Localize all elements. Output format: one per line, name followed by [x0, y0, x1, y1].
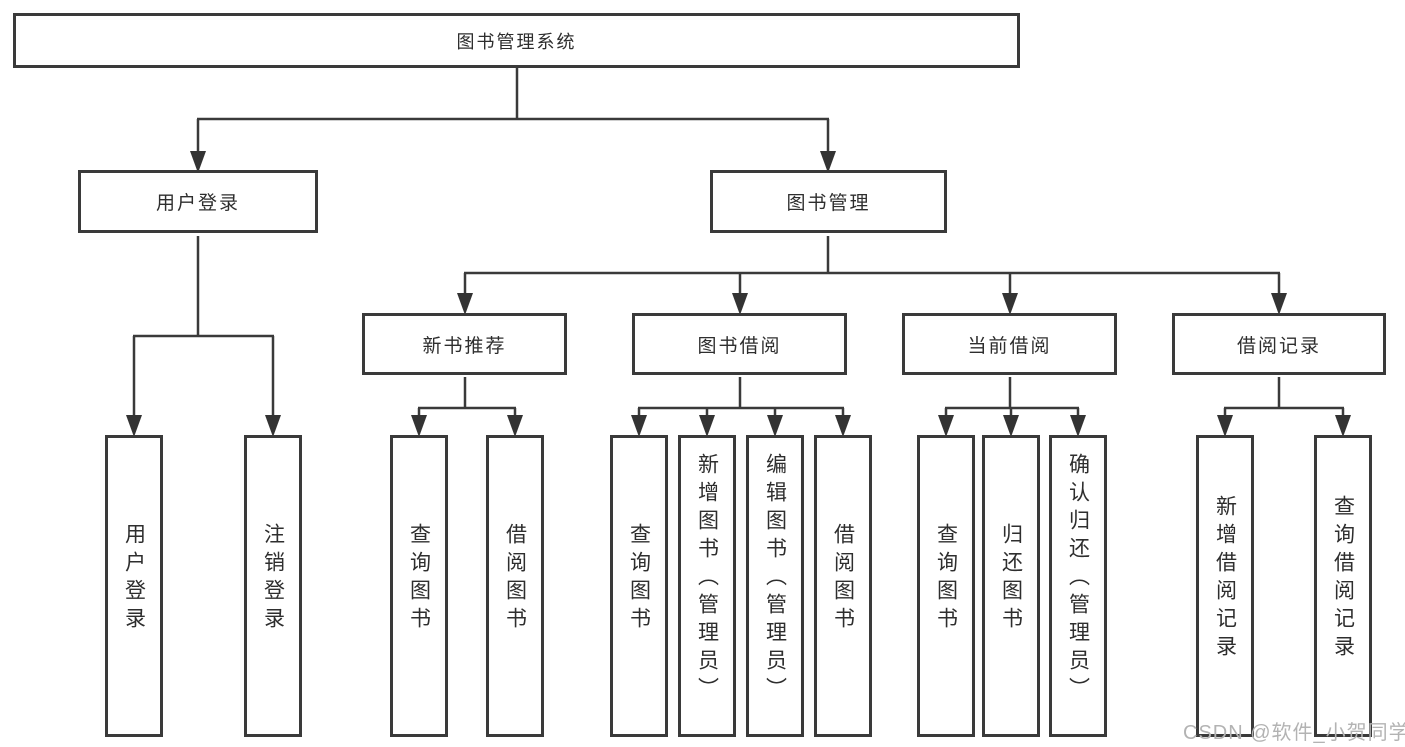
- arrowheads: [126, 151, 1351, 437]
- node-leaf-query-books-current: 查询图书: [917, 435, 975, 737]
- node-borrowing-records: 借阅记录: [1172, 313, 1386, 375]
- node-new-book-recommend: 新书推荐: [362, 313, 567, 375]
- node-leaf-user-login-label: 用户登录: [122, 523, 146, 635]
- node-leaf-query-books-borrow-label: 查询图书: [627, 523, 651, 635]
- node-leaf-confirm-return-admin: 确认归还（管理员）: [1049, 435, 1107, 737]
- node-leaf-add-borrow-record: 新增借阅记录: [1196, 435, 1254, 737]
- node-leaf-query-borrow-record-label: 查询借阅记录: [1331, 495, 1355, 663]
- node-leaf-borrow-books-recommend-label: 借阅图书: [503, 523, 527, 635]
- node-leaf-borrow-books: 借阅图书: [814, 435, 872, 737]
- node-leaf-return-books: 归还图书: [982, 435, 1040, 737]
- node-leaf-borrow-books-label: 借阅图书: [831, 523, 855, 635]
- csdn-watermark: CSDN @软件_小贺同学: [1183, 722, 1405, 744]
- node-leaf-user-login: 用户登录: [105, 435, 163, 737]
- node-leaf-logout-label: 注销登录: [261, 523, 285, 635]
- node-leaf-query-borrow-record: 查询借阅记录: [1314, 435, 1372, 737]
- node-leaf-return-books-label: 归还图书: [999, 523, 1023, 635]
- node-leaf-query-books-recommend: 查询图书: [390, 435, 448, 737]
- node-library-system: 图书管理系统: [13, 13, 1020, 68]
- node-leaf-add-books-admin-label: 新增图书（管理员）: [695, 453, 719, 705]
- node-book-borrowing: 图书借阅: [632, 313, 847, 375]
- node-leaf-query-books-borrow: 查询图书: [610, 435, 668, 737]
- node-leaf-borrow-books-recommend: 借阅图书: [486, 435, 544, 737]
- node-leaf-edit-books-admin-label: 编辑图书（管理员）: [763, 453, 787, 705]
- node-user-login-branch: 用户登录: [78, 170, 318, 233]
- node-leaf-confirm-return-admin-label: 确认归还（管理员）: [1066, 453, 1090, 705]
- node-leaf-add-borrow-record-label: 新增借阅记录: [1213, 495, 1237, 663]
- node-leaf-logout: 注销登录: [244, 435, 302, 737]
- node-leaf-query-books-recommend-label: 查询图书: [407, 523, 431, 635]
- node-current-borrowing: 当前借阅: [902, 313, 1117, 375]
- node-book-management: 图书管理: [710, 170, 947, 233]
- node-leaf-add-books-admin: 新增图书（管理员）: [678, 435, 736, 737]
- node-leaf-query-books-current-label: 查询图书: [934, 523, 958, 635]
- node-leaf-edit-books-admin: 编辑图书（管理员）: [746, 435, 804, 737]
